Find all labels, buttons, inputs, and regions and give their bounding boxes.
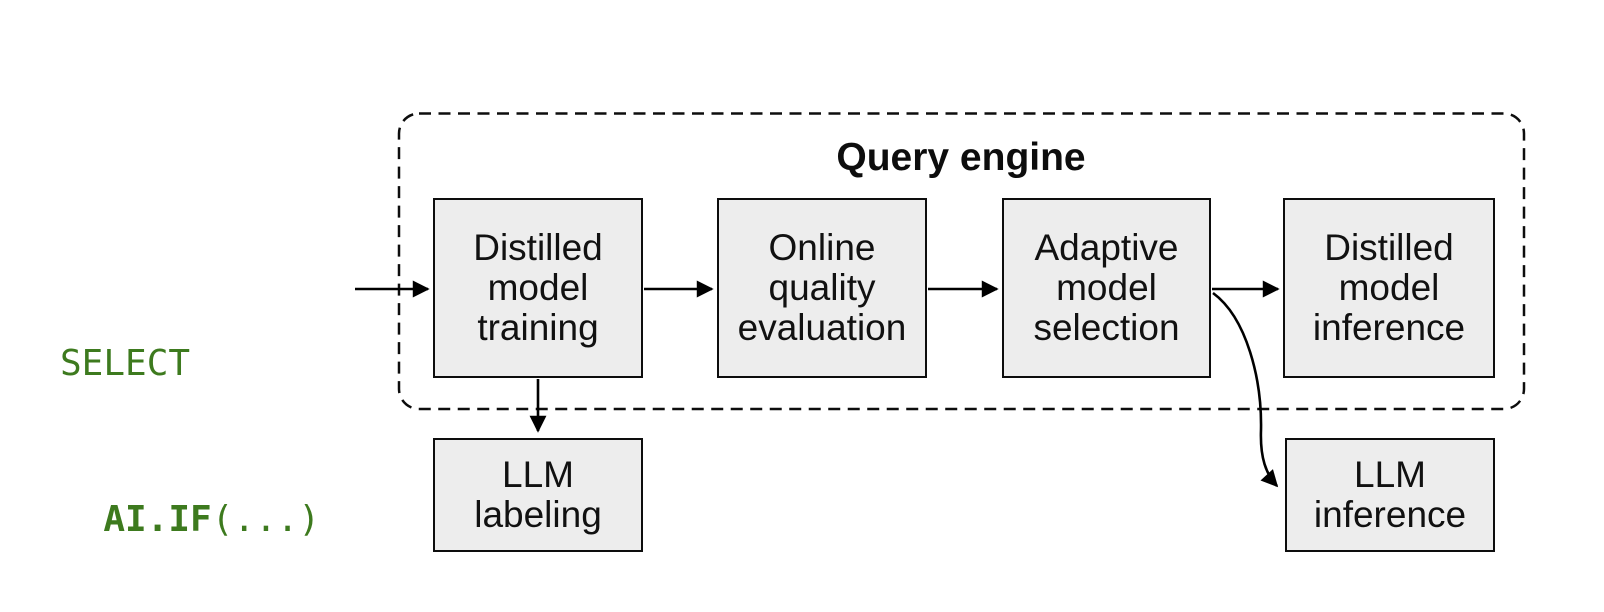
node-llm-labeling: LLM labeling (433, 438, 643, 552)
sql-line-keyword: SELECT (60, 338, 320, 390)
sql-function: AI.IF (103, 499, 212, 540)
node-adaptive-model-selection: Adaptive model selection (1002, 198, 1211, 378)
arrow-selection-to-llm-inference (1212, 291, 1279, 488)
sql-indent (60, 499, 103, 540)
node-label: Distilled model training (473, 227, 603, 348)
sql-keyword: SELECT (60, 343, 191, 384)
node-distilled-model-training: Distilled model training (433, 198, 643, 378)
sql-arguments: (...) (211, 499, 321, 540)
node-online-quality-evaluation: Online quality evaluation (717, 198, 927, 378)
sql-line-function: AI.IF(...) (60, 494, 320, 546)
node-label: Distilled model inference (1312, 227, 1466, 348)
node-label: LLM labeling (474, 454, 602, 535)
node-llm-inference: LLM inference (1285, 438, 1495, 552)
query-engine-title: Query engine (836, 136, 1086, 179)
sql-query-snippet: SELECT AI.IF(...) (60, 234, 320, 612)
node-distilled-model-inference: Distilled model inference (1283, 198, 1495, 378)
node-label: Adaptive model selection (1033, 227, 1180, 348)
node-label: Online quality evaluation (737, 227, 907, 348)
node-label: LLM inference (1313, 454, 1467, 535)
